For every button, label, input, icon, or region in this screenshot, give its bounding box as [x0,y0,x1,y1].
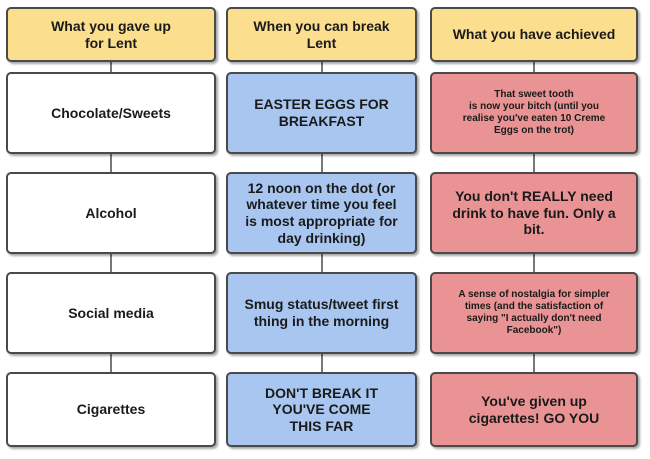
category-alcohol: Alcohol [6,172,216,254]
when-chocolate-sweets: EASTER EGGS FOR BREAKFAST [226,72,417,154]
achieved-cigarettes: You've given up cigarettes! GO YOU [430,372,638,447]
achieved-social-media: A sense of nostalgia for simpler times (… [430,272,638,354]
category-cigarettes: Cigarettes [6,372,216,447]
when-social-media: Smug status/tweet first thing in the mor… [226,272,417,354]
header-gave-up: What you gave up for Lent [6,7,216,62]
achieved-alcohol: You don't REALLY need drink to have fun.… [430,172,638,254]
when-cigarettes: DON'T BREAK IT YOU'VE COME THIS FAR [226,372,417,447]
when-alcohol: 12 noon on the dot (or whatever time you… [226,172,417,254]
category-social-media: Social media [6,272,216,354]
header-when-break: When you can break Lent [226,7,417,62]
header-achieved: What you have achieved [430,7,638,62]
category-chocolate-sweets: Chocolate/Sweets [6,72,216,154]
achieved-chocolate-sweets: That sweet tooth is now your bitch (unti… [430,72,638,154]
